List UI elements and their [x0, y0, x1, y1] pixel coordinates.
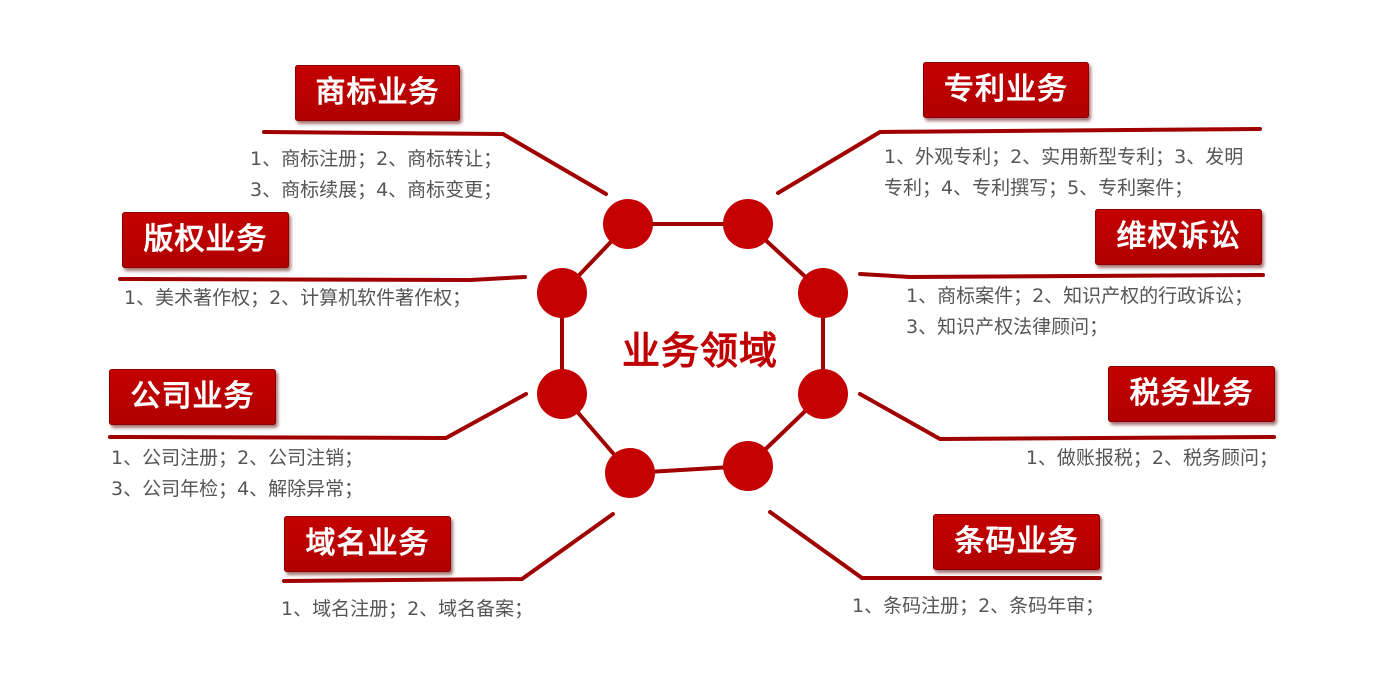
- tag-company[interactable]: 公司业务: [109, 369, 276, 425]
- center-title: 业务领域: [621, 329, 778, 373]
- ring-nodes: [537, 199, 848, 498]
- desc-line: 1、美术著作权；2、计算机软件著作权；: [124, 287, 472, 309]
- tag-patent[interactable]: 专利业务: [923, 62, 1089, 118]
- desc-line: 1、外观专利；2、实用新型专利；3、发明: [884, 146, 1244, 168]
- desc-trademark: 1、商标注册；2、商标转让； 3、商标续展；4、商标变更；: [250, 144, 502, 206]
- tag-barcode[interactable]: 条码业务: [933, 514, 1100, 570]
- tag-tax[interactable]: 税务业务: [1108, 366, 1275, 422]
- desc-line: 3、商标续展；4、商标变更；: [250, 179, 503, 201]
- desc-line: 专利；4、专利撰写；5、专利案件；: [884, 177, 1194, 199]
- tag-domain[interactable]: 域名业务: [284, 516, 451, 572]
- desc-company: 1、公司注册；2、公司注销； 3、公司年检；4、解除异常；: [111, 443, 363, 505]
- tag-litigation[interactable]: 维权诉讼: [1095, 209, 1262, 265]
- desc-line: 1、条码注册；2、条码年审；: [852, 595, 1105, 617]
- desc-line: 1、商标案件；2、知识产权的行政诉讼；: [906, 285, 1254, 307]
- desc-line: 1、做账报税；2、税务顾问；: [1025, 447, 1278, 469]
- desc-line: 1、商标注册；2、商标转让；: [250, 148, 503, 170]
- tag-copyright[interactable]: 版权业务: [122, 212, 289, 268]
- desc-domain: 1、域名注册；2、域名备案；: [281, 594, 533, 625]
- desc-line: 1、域名注册；2、域名备案；: [281, 598, 534, 620]
- desc-line: 1、公司注册；2、公司注销；: [111, 447, 364, 469]
- desc-line: 3、公司年检；4、解除异常；: [111, 478, 364, 500]
- desc-patent: 1、外观专利；2、实用新型专利；3、发明 专利；4、专利撰写；5、专利案件；: [884, 142, 1243, 204]
- desc-tax: 1、做账报税；2、税务顾问；: [1000, 443, 1278, 474]
- desc-litigation: 1、商标案件；2、知识产权的行政诉讼； 3、知识产权法律顾问；: [906, 281, 1253, 343]
- tag-trademark[interactable]: 商标业务: [295, 65, 460, 121]
- desc-line: 3、知识产权法律顾问；: [906, 316, 1109, 338]
- desc-barcode: 1、条码注册；2、条码年审；: [852, 591, 1104, 622]
- desc-copyright: 1、美术著作权；2、计算机软件著作权；: [124, 283, 471, 314]
